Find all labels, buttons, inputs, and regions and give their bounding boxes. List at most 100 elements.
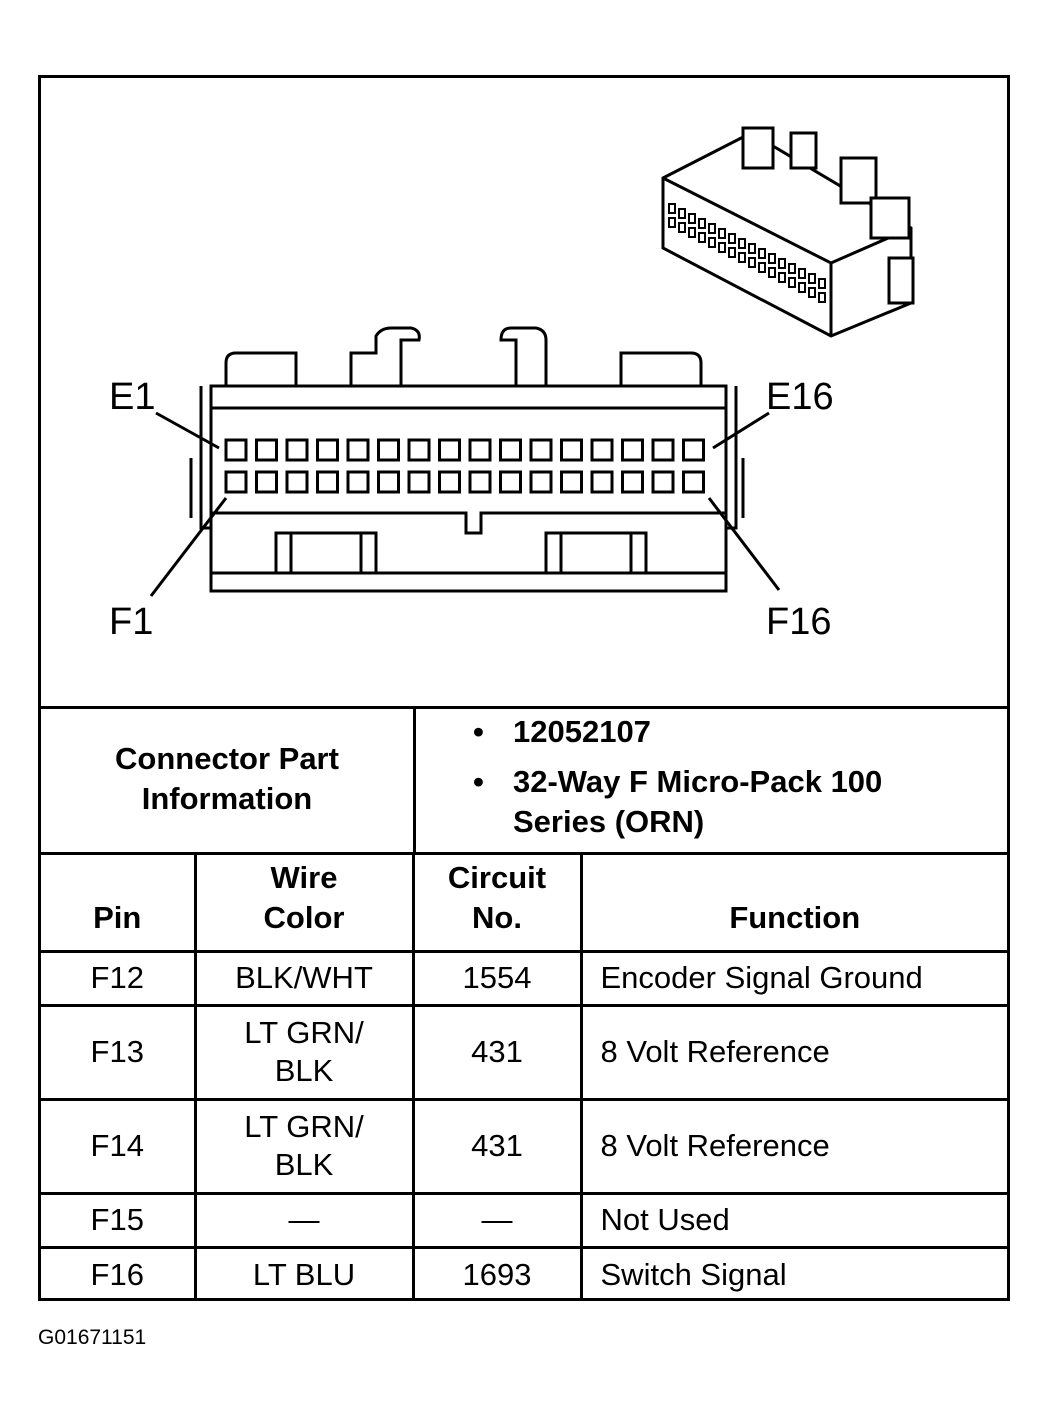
iso-pin-cavity <box>758 248 766 259</box>
pin-cavity <box>468 438 492 462</box>
iso-pin-cavity <box>788 263 796 274</box>
iso-pin-cavity <box>708 223 716 234</box>
iso-pin-cavity <box>728 247 736 258</box>
pin-cavity <box>529 470 553 494</box>
cell-circuit: 431 <box>411 1097 583 1195</box>
header-function: Function <box>579 855 1007 953</box>
pin-cavity <box>560 470 583 494</box>
cell-circuit: 1693 <box>411 1245 583 1301</box>
iso-pin-cavity <box>788 277 796 288</box>
pin-cavity <box>651 470 675 494</box>
iso-pin-cavity <box>718 242 726 253</box>
iso-pin-cavity <box>818 292 826 303</box>
diagram-frame: E1 E16 F1 F16 Connector Part Information… <box>38 75 1010 1301</box>
cell-pin: F14 <box>41 1097 197 1195</box>
header-circuit: Circuit No. <box>411 855 583 953</box>
cell-function: Encoder Signal Ground <box>579 949 1007 1007</box>
pin-cavity <box>590 470 614 494</box>
leader-e1 <box>155 411 220 450</box>
pin-cavity <box>377 470 400 494</box>
table-row: F13 LT GRN/ BLK 431 8 Volt Reference <box>41 1003 1007 1101</box>
cell-pin: F15 <box>41 1191 197 1249</box>
leader-f16 <box>707 497 781 591</box>
cell-wire-color: — <box>193 1191 415 1249</box>
iso-pin-cavity <box>748 243 756 254</box>
pin-cavity <box>407 470 431 494</box>
cell-function: 8 Volt Reference <box>579 1003 1007 1101</box>
iso-pin-cavity <box>708 237 716 248</box>
iso-pin-cavity <box>778 258 786 269</box>
pin-label-f16: F16 <box>766 601 832 643</box>
iso-pin-cavity <box>698 218 706 229</box>
iso-pin-cavity <box>688 227 696 238</box>
iso-pin-cavity <box>748 257 756 268</box>
table-row: F14 LT GRN/ BLK 431 8 Volt Reference <box>41 1097 1007 1195</box>
cell-function: 8 Volt Reference <box>579 1097 1007 1195</box>
pin-cavity <box>346 438 370 462</box>
table-row: F12 BLK/WHT 1554 Encoder Signal Ground <box>41 949 1007 1007</box>
cell-wire-color: BLK/WHT <box>193 949 415 1007</box>
iso-pin-cavity <box>678 208 686 219</box>
pin-cavity <box>621 438 644 462</box>
iso-pin-cavity <box>698 232 706 243</box>
pin-cavity <box>255 438 278 462</box>
iso-pin-cavity <box>768 253 776 264</box>
pin-cavity <box>224 438 248 462</box>
iso-pin-cavity <box>808 287 816 298</box>
pin-cavity <box>529 438 553 462</box>
connector-front-view <box>189 326 745 593</box>
leader-e16 <box>712 411 770 450</box>
iso-pin-cavity <box>668 203 676 214</box>
pin-cavity <box>468 470 492 494</box>
pin-cavity <box>346 470 370 494</box>
bullet-icon: • <box>473 714 484 749</box>
cell-wire-color: LT GRN/ BLK <box>193 1003 415 1101</box>
pin-cavity <box>621 470 644 494</box>
pin-cavity <box>682 470 705 494</box>
pin-cavity <box>682 438 705 462</box>
iso-pin-cavity <box>778 272 786 283</box>
pin-cavity <box>285 438 309 462</box>
pin-cavity <box>316 438 339 462</box>
part-number: 12052107 <box>513 714 651 749</box>
header-wire-color: Wire Color <box>193 855 415 953</box>
pin-cavity <box>651 438 675 462</box>
iso-pin-cavity <box>738 252 746 263</box>
cell-circuit: — <box>411 1191 583 1249</box>
figure-id: G01671151 <box>38 1326 147 1349</box>
iso-pin-cavity <box>758 262 766 273</box>
cell-function: Not Used <box>579 1191 1007 1249</box>
pin-cavity <box>285 470 309 494</box>
iso-pin-cavity <box>798 282 806 293</box>
part-info-item: • 32-Way F Micro-Pack 100 Series (ORN) <box>473 762 933 842</box>
cell-circuit: 1554 <box>411 949 583 1007</box>
pin-cavity <box>316 470 339 494</box>
pin-table: Pin Wire Color Circuit No. Function F12 … <box>41 855 1007 1301</box>
cell-wire-color: LT BLU <box>193 1245 415 1301</box>
connector-part-info: Connector Part Information • 12052107 • … <box>41 706 1007 855</box>
iso-pin-cavity <box>798 268 806 279</box>
table-row: F16 LT BLU 1693 Switch Signal <box>41 1245 1007 1301</box>
connector-drawing: E1 E16 F1 F16 <box>41 78 1007 709</box>
connector-svg <box>149 126 915 597</box>
pin-cavity <box>255 470 278 494</box>
table-row: F15 — — Not Used <box>41 1191 1007 1249</box>
iso-pin-cavity <box>768 267 776 278</box>
pin-cavity <box>560 438 583 462</box>
iso-pin-cavity <box>728 233 736 244</box>
pin-cavity <box>499 438 522 462</box>
cell-wire-color: LT GRN/ BLK <box>193 1097 415 1195</box>
cell-function: Switch Signal <box>579 1245 1007 1301</box>
pin-label-f1: F1 <box>109 601 154 643</box>
pin-label-e16: E16 <box>766 376 834 418</box>
iso-pin-cavity <box>678 222 686 233</box>
part-info-label-cell: Connector Part Information <box>41 706 416 852</box>
pin-label-e1: E1 <box>109 376 156 418</box>
cell-circuit: 431 <box>411 1003 583 1101</box>
iso-pin-cavity <box>718 228 726 239</box>
header-pin: Pin <box>41 855 197 953</box>
part-info-item: • 12052107 <box>473 712 933 752</box>
iso-pin-cavity <box>738 238 746 249</box>
leader-f1 <box>149 497 228 597</box>
iso-pin-cavity <box>688 213 696 224</box>
